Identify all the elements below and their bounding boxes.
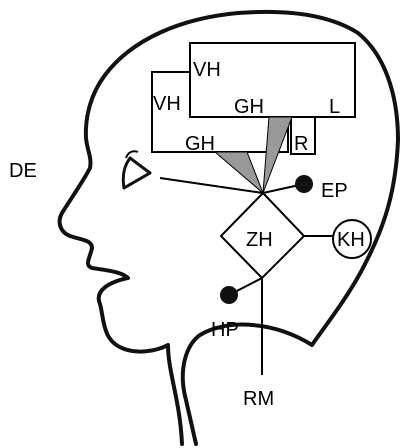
eye-lid <box>126 151 138 158</box>
eye-outline <box>123 158 150 188</box>
hp-dot <box>220 286 238 304</box>
vh-lower-label: VH <box>153 93 181 115</box>
gh-upper-label: GH <box>234 96 264 118</box>
gh-lower-label: GH <box>185 133 215 155</box>
hp-label: HP <box>211 319 239 341</box>
zh-label: ZH <box>246 229 273 251</box>
vh-upper-label: VH <box>193 59 221 81</box>
rm-label: RM <box>243 388 274 410</box>
ep-dot <box>295 175 313 193</box>
ep-label: EP <box>321 180 348 202</box>
de-label: DE <box>9 160 37 182</box>
l-label: L <box>329 96 340 118</box>
kh-label: KH <box>337 229 365 251</box>
r-label: R <box>294 133 308 155</box>
